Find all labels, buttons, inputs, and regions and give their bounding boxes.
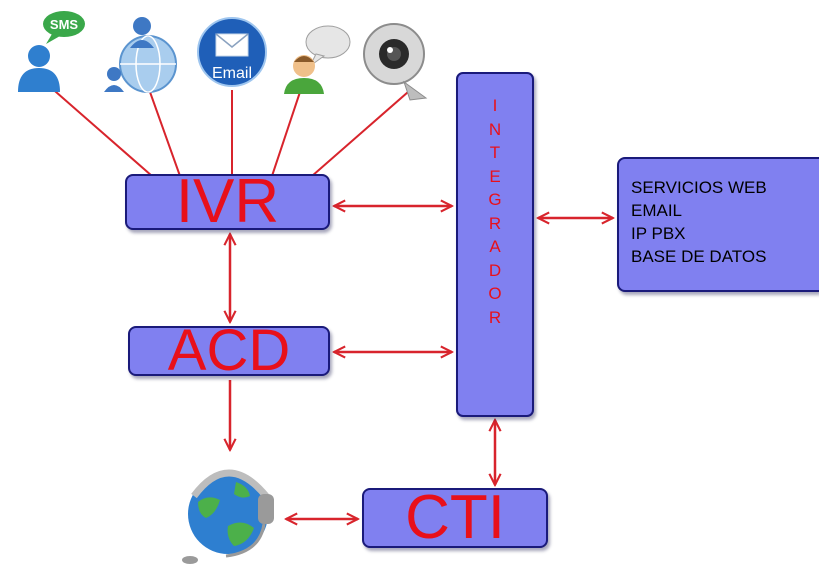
integrador-letter: R [488,307,502,327]
integrador-letter: N [488,119,502,139]
servicio-item: BASE DE DATOS [631,247,767,266]
servicio-item: EMAIL [631,201,683,220]
chat-person-icon [284,25,351,94]
integrador-box: I N T E G R A D O R [456,72,534,417]
globe-to-ivr-line [149,91,181,177]
ivr-label: IVR [175,167,280,236]
integrador-letter: A [489,237,501,256]
servicios-list: SERVICIOS WEB EMAIL IP PBX BASE DE DATOS [631,176,767,268]
headset-globe-icon [182,469,274,564]
email-icon: Email [197,17,267,87]
servicio-item: IP PBX [631,224,686,243]
webcam-icon [363,23,428,101]
servicios-box: SERVICIOS WEB EMAIL IP PBX BASE DE DATOS [617,157,819,292]
integrador-letter: G [488,190,502,209]
sms-to-ivr-line [39,77,153,177]
cti-label: CTI [405,483,505,552]
servicio-item: SERVICIOS WEB [631,178,767,197]
integrador-letter: I [492,96,498,115]
network-globe-icon [104,17,177,93]
integrador-letter: O [488,284,502,303]
integrador-letter: D [488,260,502,280]
cti-box: CTI [362,483,548,552]
integrador-letter: E [489,166,501,186]
ivr-box: IVR [125,167,330,236]
email-badge-text: Email [212,65,252,82]
webcam-to-ivr-line [311,91,409,177]
integrador-letter: R [488,213,502,233]
sms-user-icon: SMS [18,11,85,92]
person-to-ivr-line [271,91,301,177]
acd-label: ACD [167,318,291,383]
sms-badge-text: SMS [50,17,79,32]
acd-box: ACD [128,318,330,383]
integrador-letter: T [489,143,501,162]
integrador-label: I N T E G R A D O R [458,94,532,329]
